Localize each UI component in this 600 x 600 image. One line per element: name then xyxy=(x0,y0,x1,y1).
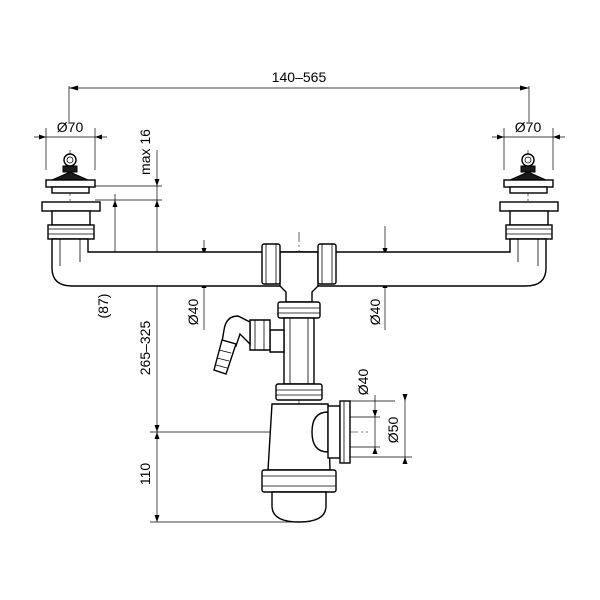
outlet-outer-diameter-label: Ø50 xyxy=(385,417,401,444)
vertical-downpipe xyxy=(249,317,315,385)
dimension-labels: 140–565 Ø70 Ø70 max 16 (87) 265–325 110 … xyxy=(57,69,542,485)
outlet-inner-diameter-label: Ø40 xyxy=(355,369,371,396)
trap-height-label: 110 xyxy=(137,463,153,486)
right-strainer-diameter-label: Ø70 xyxy=(515,119,542,135)
left-pipe-diameter-label: Ø40 xyxy=(185,299,201,326)
overall-width-label: 140–565 xyxy=(272,69,327,85)
tee-junction xyxy=(261,243,337,319)
bottle-trap xyxy=(261,383,351,523)
left-strainer-diameter-label: Ø70 xyxy=(57,119,84,135)
right-strainer xyxy=(499,153,559,240)
left-strainer xyxy=(41,153,101,240)
total-height-label: 265–325 xyxy=(137,321,153,376)
max-height-label: max 16 xyxy=(137,129,153,175)
hose-connector xyxy=(213,315,251,375)
right-pipe-diameter-label: Ø40 xyxy=(367,299,383,326)
offset-label: (87) xyxy=(95,294,111,319)
